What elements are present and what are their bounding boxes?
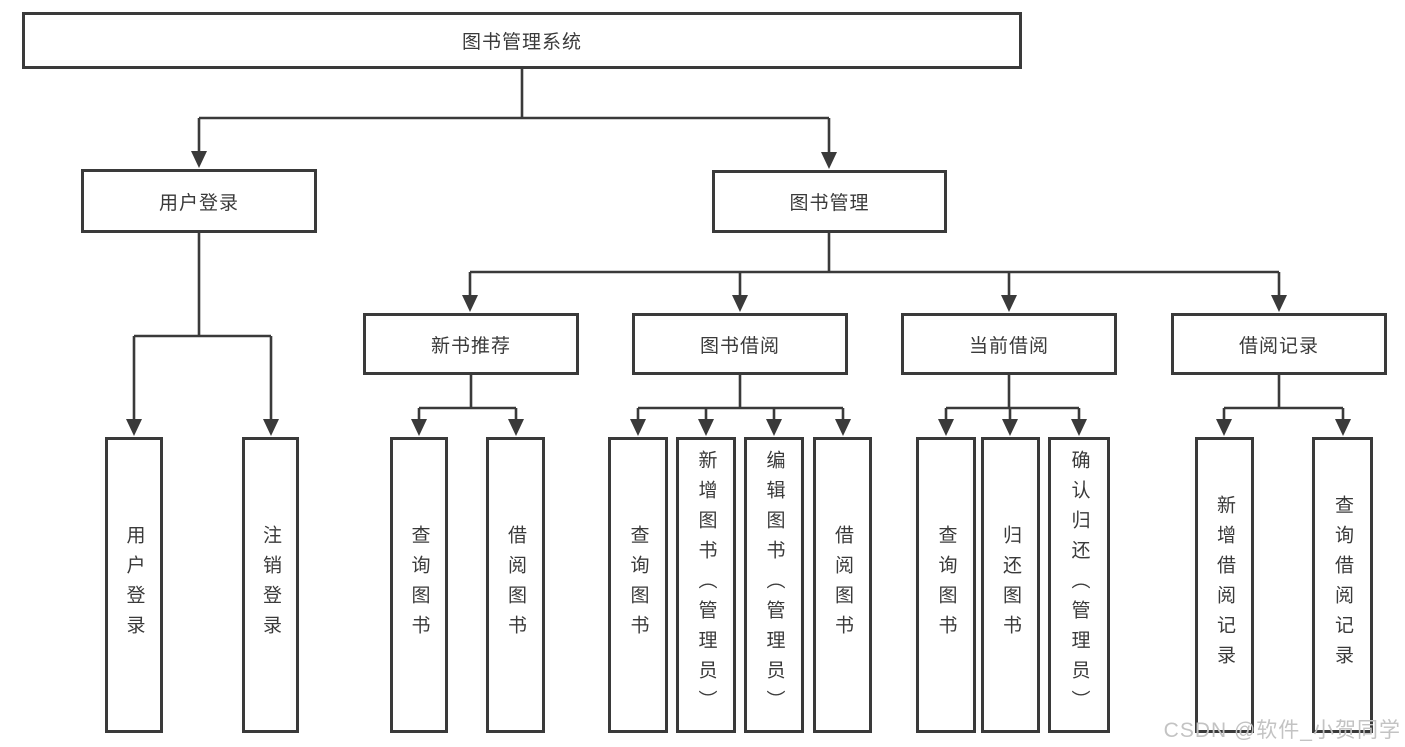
watermark-text: CSDN @软件_小贺同学 <box>1163 719 1401 742</box>
leaf-records-add-record: 新增借阅记录 <box>1195 437 1254 733</box>
leaf-records-add-record-label: 新增借阅记录 <box>1214 495 1235 675</box>
leaf-borrow-edit-book-admin-label: 编辑图书（管理员） <box>763 450 785 720</box>
leaf-borrow-borrow-books: 借阅图书 <box>813 437 872 733</box>
leaf-borrow-query-books-label: 查询图书 <box>627 525 649 645</box>
node-current-borrow-label: 当前借阅 <box>968 335 1049 357</box>
leaf-current-confirm-return-admin: 确认归还（管理员） <box>1048 437 1110 733</box>
leaf-current-query-books: 查询图书 <box>916 437 976 733</box>
leaf-logout: 注销登录 <box>242 437 299 733</box>
node-root-label: 图书管理系统 <box>461 32 582 53</box>
node-user-login-label: 用户登录 <box>158 192 239 214</box>
node-book-borrow: 图书借阅 <box>632 313 848 375</box>
node-root: 图书管理系统 <box>22 12 1022 69</box>
leaf-current-return-books: 归还图书 <box>981 437 1040 733</box>
leaf-recommend-borrow-books-label: 借阅图书 <box>505 525 526 645</box>
node-borrow-records-label: 借阅记录 <box>1238 335 1319 357</box>
leaf-records-query-record: 查询借阅记录 <box>1312 437 1373 733</box>
node-book-management-label: 图书管理 <box>789 193 870 214</box>
leaf-current-confirm-return-admin-label: 确认归还（管理员） <box>1068 450 1090 720</box>
leaf-current-return-books-label: 归还图书 <box>1000 525 1021 645</box>
node-user-login: 用户登录 <box>81 169 317 233</box>
leaf-borrow-add-book-admin: 新增图书（管理员） <box>676 437 736 733</box>
leaf-borrow-borrow-books-label: 借阅图书 <box>832 525 853 645</box>
node-new-book-recommend-label: 新书推荐 <box>430 335 511 357</box>
leaf-borrow-add-book-admin-label: 新增图书（管理员） <box>695 450 717 720</box>
leaf-borrow-edit-book-admin: 编辑图书（管理员） <box>744 437 804 733</box>
leaf-recommend-query-books-label: 查询图书 <box>408 525 430 645</box>
leaf-borrow-query-books: 查询图书 <box>608 437 668 733</box>
leaf-user-login: 用户登录 <box>105 437 163 733</box>
leaf-recommend-query-books: 查询图书 <box>390 437 448 733</box>
leaf-current-query-books-label: 查询图书 <box>935 525 957 645</box>
node-current-borrow: 当前借阅 <box>901 313 1117 375</box>
node-new-book-recommend: 新书推荐 <box>363 313 579 375</box>
leaf-user-login-label: 用户登录 <box>123 525 145 645</box>
node-book-borrow-label: 图书借阅 <box>699 335 780 357</box>
node-book-management: 图书管理 <box>712 170 947 233</box>
connector-segments <box>132 69 1345 421</box>
node-borrow-records: 借阅记录 <box>1171 313 1387 375</box>
leaf-logout-label: 注销登录 <box>260 525 281 645</box>
leaf-records-query-record-label: 查询借阅记录 <box>1332 495 1353 675</box>
leaf-recommend-borrow-books: 借阅图书 <box>486 437 545 733</box>
